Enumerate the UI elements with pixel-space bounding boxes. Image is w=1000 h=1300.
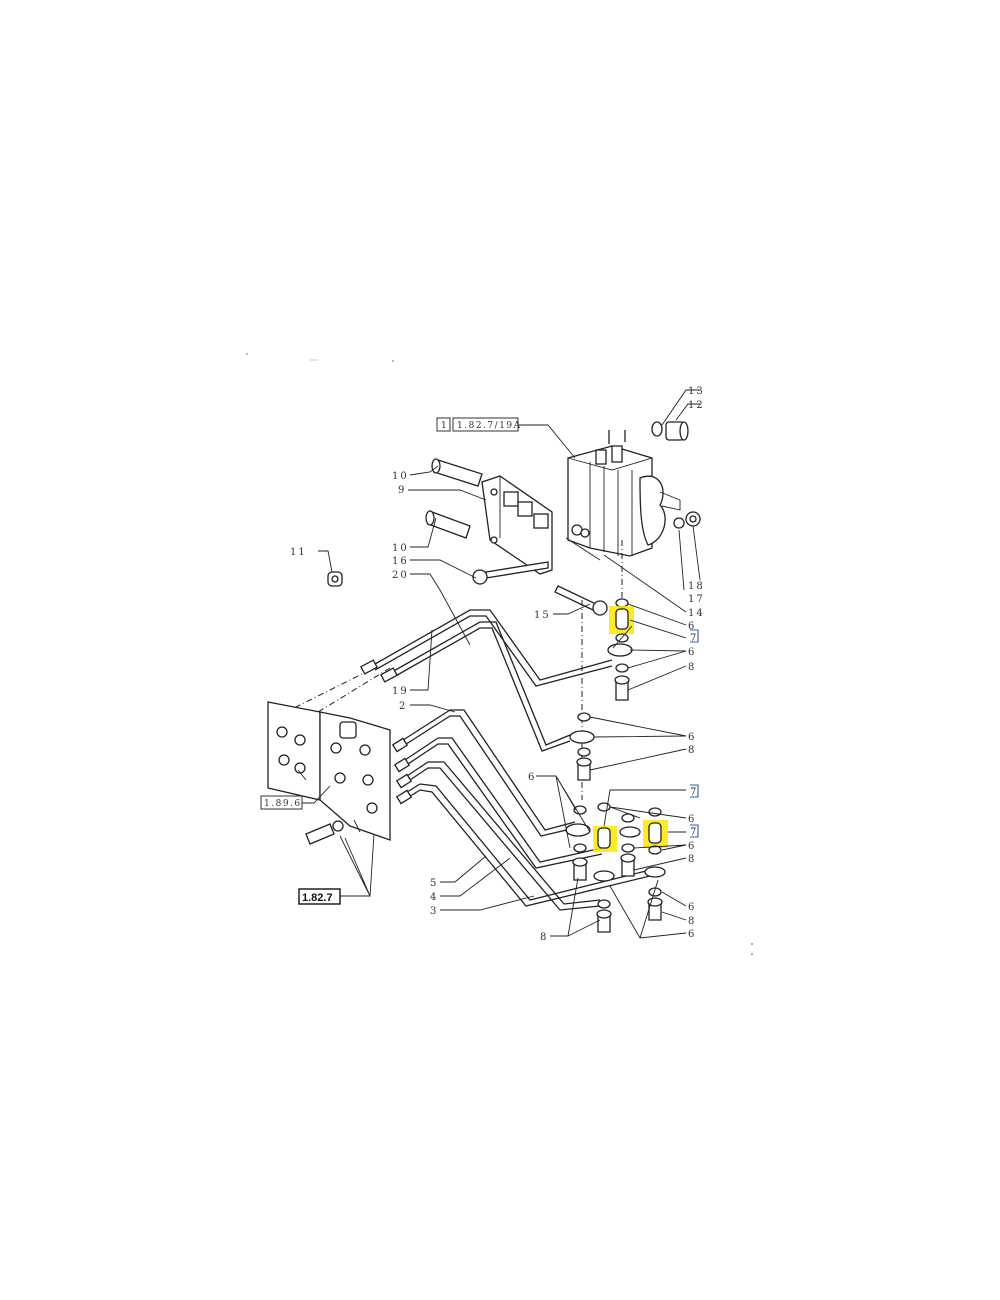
quick-coupler (305, 820, 344, 845)
coupling-plate (267, 701, 391, 841)
callout-7-c: 7 (690, 827, 698, 838)
callout-10-upper: 10 (392, 471, 409, 482)
callout-6-a: 6 (688, 621, 696, 632)
callout-8-b: 8 (688, 745, 696, 756)
callout-14: 14 (688, 608, 705, 619)
mounting-bracket (481, 475, 553, 575)
pipe-2 (391, 709, 576, 837)
pipe-3 (395, 783, 651, 907)
scan-marks (246, 353, 753, 955)
pin-10-upper (431, 458, 483, 487)
callout-3: 3 (430, 906, 438, 917)
callout-19: 19 (392, 686, 409, 697)
callout-20: 20 (392, 570, 409, 581)
ref-top-index: 1 (441, 421, 448, 431)
callout-18: 18 (688, 581, 705, 592)
callout-8-c: 8 (688, 854, 696, 865)
ref-top-label: 1.82.7/19A (457, 421, 522, 431)
ref-box-side: 1.89.6 (260, 795, 303, 810)
callout-7-b: 7 (690, 787, 698, 798)
control-valve (567, 430, 681, 557)
callout-6-f: 6 (688, 902, 696, 913)
callout-6-g: 6 (688, 929, 696, 940)
callout-12: 12 (688, 400, 705, 411)
callout-5: 5 (430, 878, 438, 889)
plug-and-o-ring (651, 389, 700, 441)
callout-6-d: 6 (688, 814, 696, 825)
pipe-4 (395, 761, 601, 911)
bolt-15 (554, 585, 608, 616)
callout-15: 15 (534, 610, 551, 621)
pipe-19 (380, 621, 571, 752)
callout-7-a: 7 (690, 633, 698, 644)
bolt-16 (472, 561, 549, 585)
callout-17: 17 (688, 594, 705, 605)
callout-2: 2 (399, 701, 407, 712)
lower-fitting-stacks (565, 802, 668, 933)
callout-8-e: 8 (540, 932, 548, 943)
nut-11 (327, 571, 343, 587)
callout-6-b: 6 (688, 647, 696, 658)
ref-box-top: 1 1.82.7/19A (436, 417, 522, 432)
callout-8-a: 8 (688, 662, 696, 673)
callout-6-c: 6 (688, 732, 696, 743)
upper-fitting-stack (607, 598, 634, 701)
callout-13: 13 (688, 386, 705, 397)
callout-6-left: 6 (528, 772, 536, 783)
ref-box-bottom: 1.82.7 (298, 888, 341, 905)
part-7-markers (690, 629, 699, 838)
callout-10-lower: 10 (392, 543, 409, 554)
pipe-20 (360, 609, 613, 687)
callout-16: 16 (392, 556, 409, 567)
ref-side-label: 1.89.6 (264, 799, 302, 809)
leader-lines (302, 424, 687, 939)
callout-labels: 13 12 10 9 10 16 20 11 15 18 17 14 6 7 6… (290, 386, 705, 943)
callout-11: 11 (290, 547, 307, 558)
nut-and-washer (673, 511, 701, 591)
pipe-5 (393, 737, 603, 869)
callout-4: 4 (430, 892, 438, 903)
callout-6-e: 6 (688, 841, 696, 852)
callout-8-d: 8 (688, 916, 696, 927)
callout-9: 9 (398, 485, 406, 496)
pin-10-lower (425, 510, 471, 539)
ref-bottom-label: 1.82.7 (302, 892, 333, 904)
